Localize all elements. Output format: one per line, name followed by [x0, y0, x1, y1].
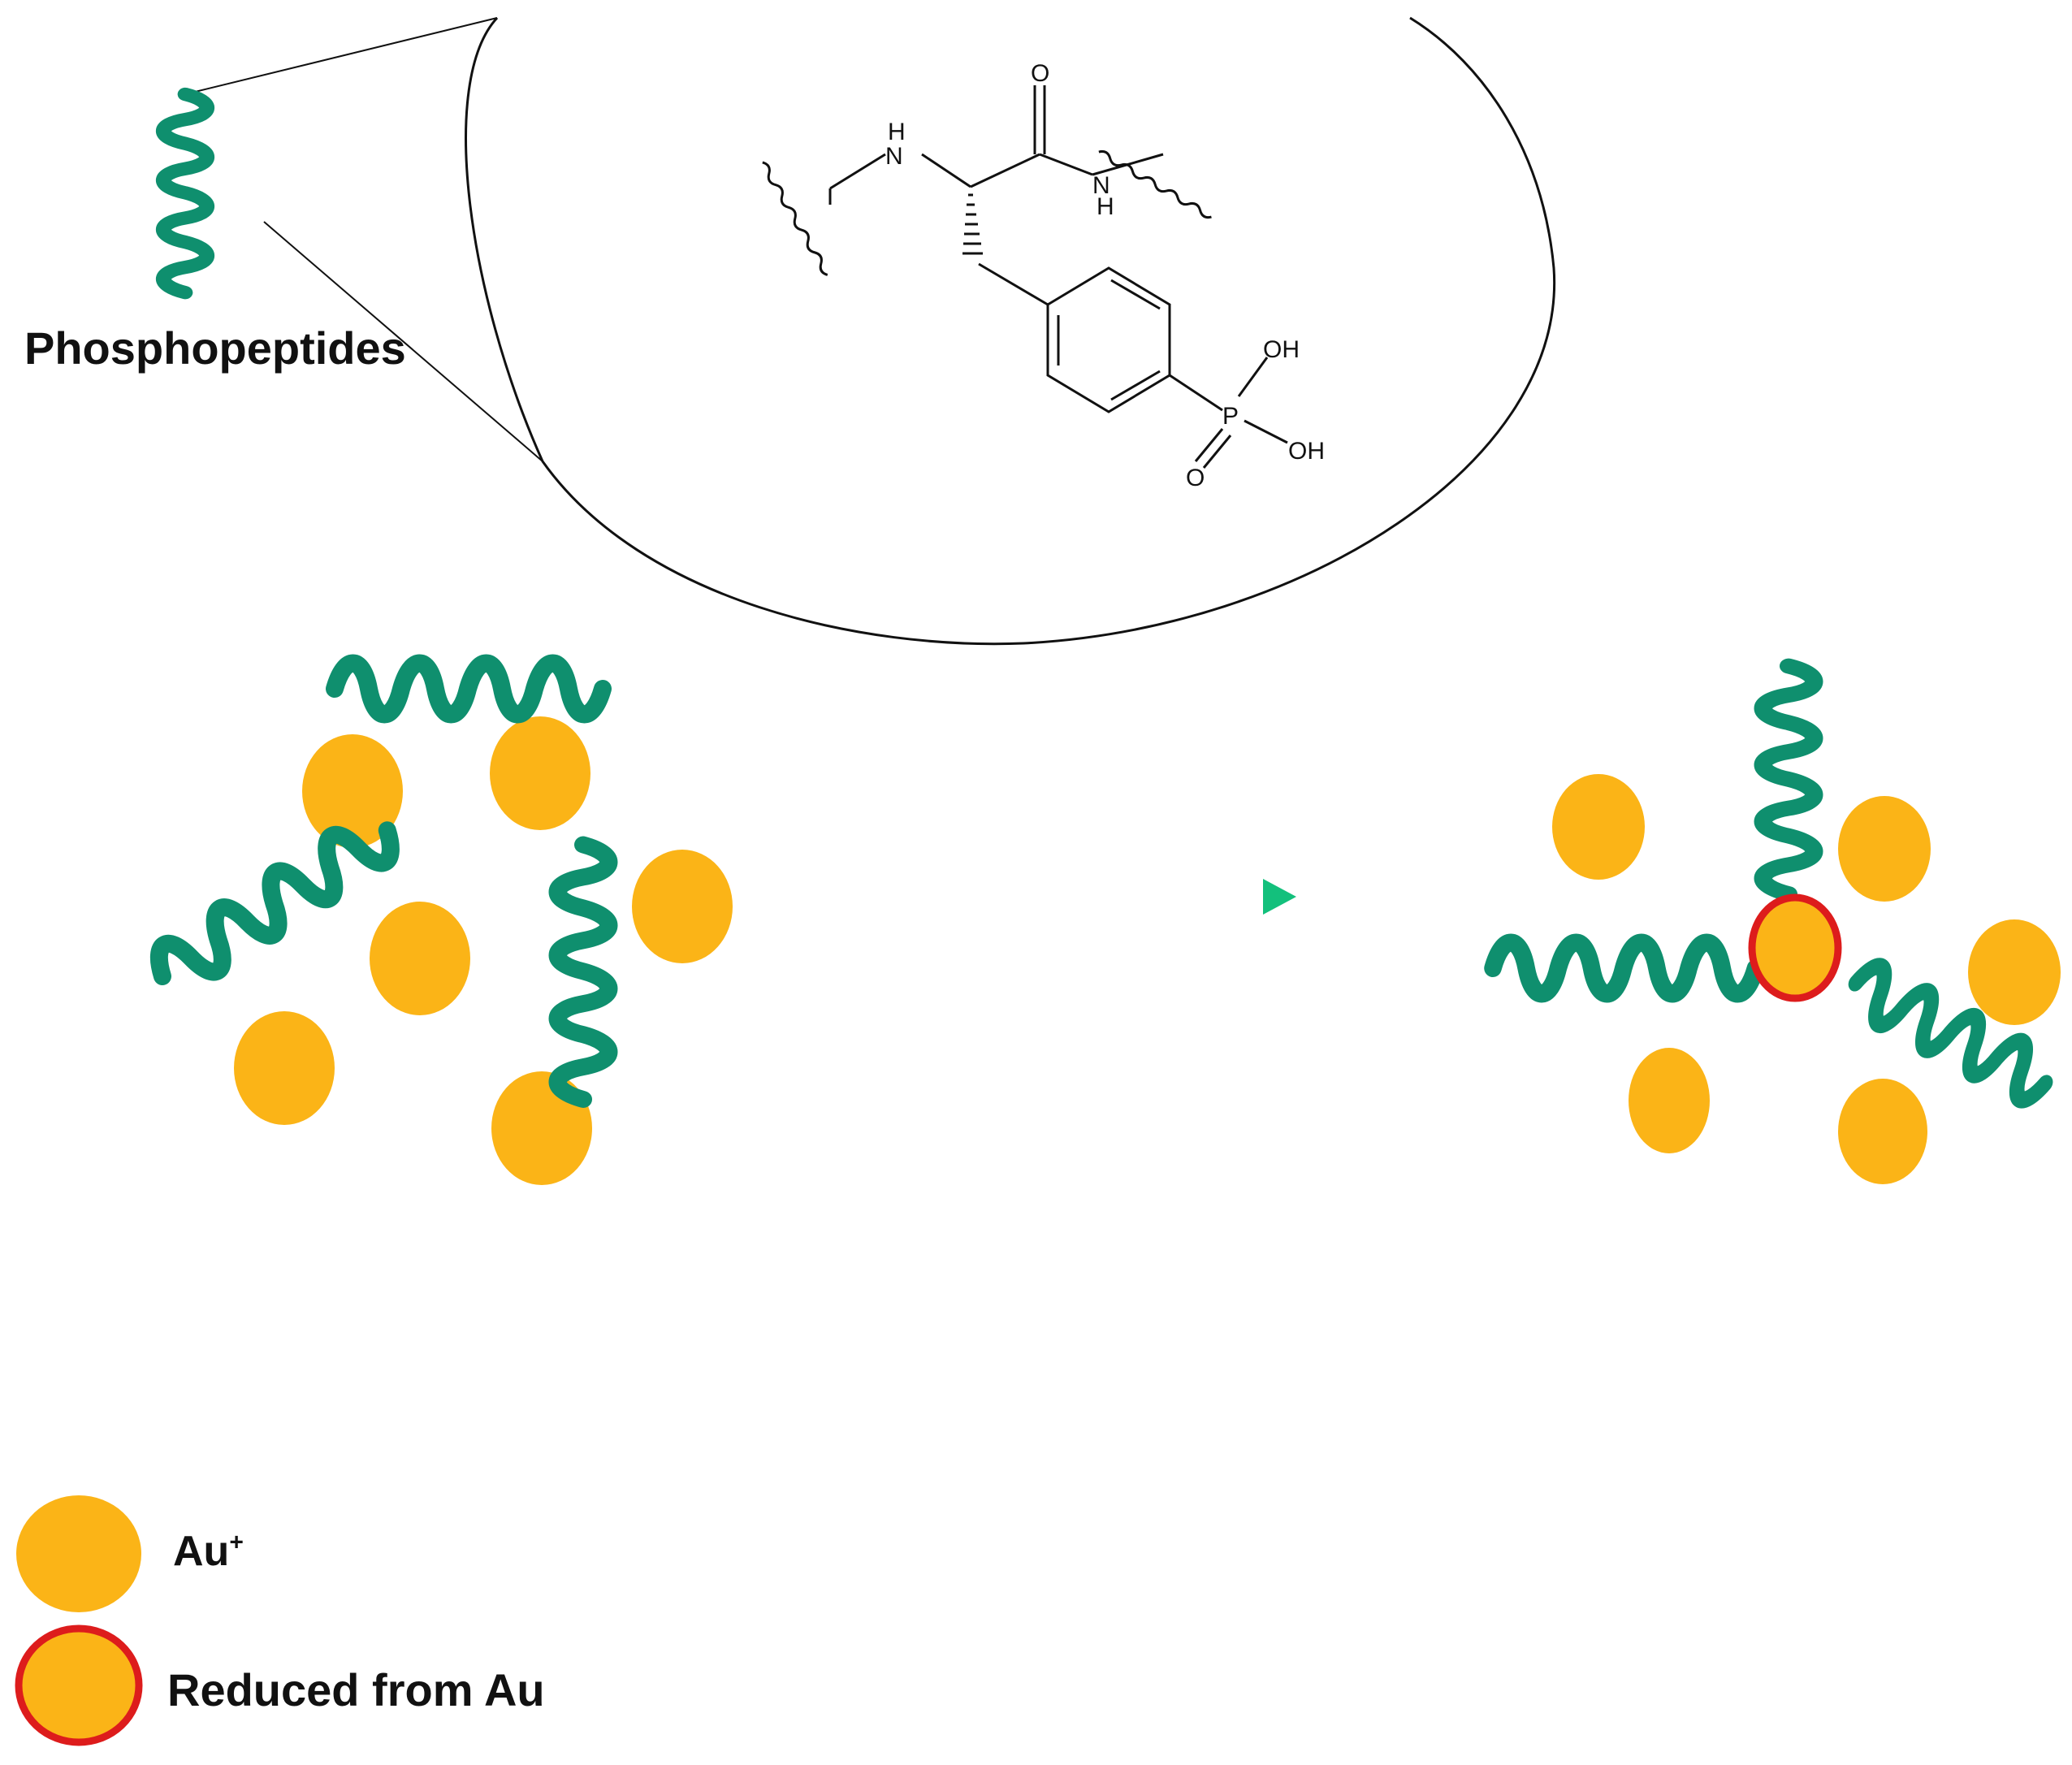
phosphotyrosine-structure — [762, 85, 1288, 469]
atom-n-right: N — [1092, 172, 1110, 199]
legend — [15, 1495, 143, 1746]
peptide-helix-icon — [1493, 943, 1755, 994]
zoom-line-bottom — [263, 221, 543, 462]
gold-ring-circle — [1748, 893, 1842, 1002]
zoom-ellipse — [465, 16, 1556, 646]
atom-h-right: H — [1097, 193, 1114, 220]
au-ion — [1552, 774, 1645, 880]
au-ion — [370, 902, 470, 1015]
au-ion — [1629, 1048, 1710, 1153]
legend-au-ion-swatch — [16, 1495, 141, 1612]
reaction-arrow — [811, 879, 1296, 915]
atom-oh-top: OH — [1263, 336, 1300, 363]
peptide-helix-icon — [1763, 666, 1815, 894]
peptide-helix-icon — [335, 664, 603, 715]
atom-o-double: O — [1186, 465, 1205, 491]
au-ion — [1838, 796, 1931, 902]
phosphopeptides-label: Phosphopeptides — [24, 322, 406, 374]
au-ion — [302, 734, 403, 848]
left-cluster — [149, 664, 733, 1185]
legend-au-ion-label: Au+ — [173, 1527, 244, 1576]
au-ion — [234, 1011, 335, 1125]
atom-n-left: N — [885, 143, 903, 170]
legend-reduced-label: Reduced from Au — [167, 1664, 545, 1715]
atom-oh-right: OH — [1288, 438, 1325, 465]
au-ion — [632, 850, 733, 963]
au-ion — [1838, 1079, 1927, 1184]
legend-au-charge: + — [229, 1529, 244, 1556]
peptide-helix-icon — [558, 845, 609, 1100]
zoom-line-top — [184, 17, 498, 95]
atom-p: P — [1222, 403, 1239, 430]
legend-reduced-swatch — [15, 1624, 143, 1746]
au-ion — [490, 716, 590, 830]
stereo-hash-bond — [962, 193, 983, 255]
au-ion — [1968, 919, 2061, 1025]
right-cluster — [1493, 666, 2061, 1184]
atom-h-left: H — [888, 119, 906, 145]
legend-au-base: Au — [173, 1528, 230, 1575]
atom-o-carbonyl: O — [1031, 60, 1049, 87]
peptide-helix-icon — [163, 94, 207, 292]
